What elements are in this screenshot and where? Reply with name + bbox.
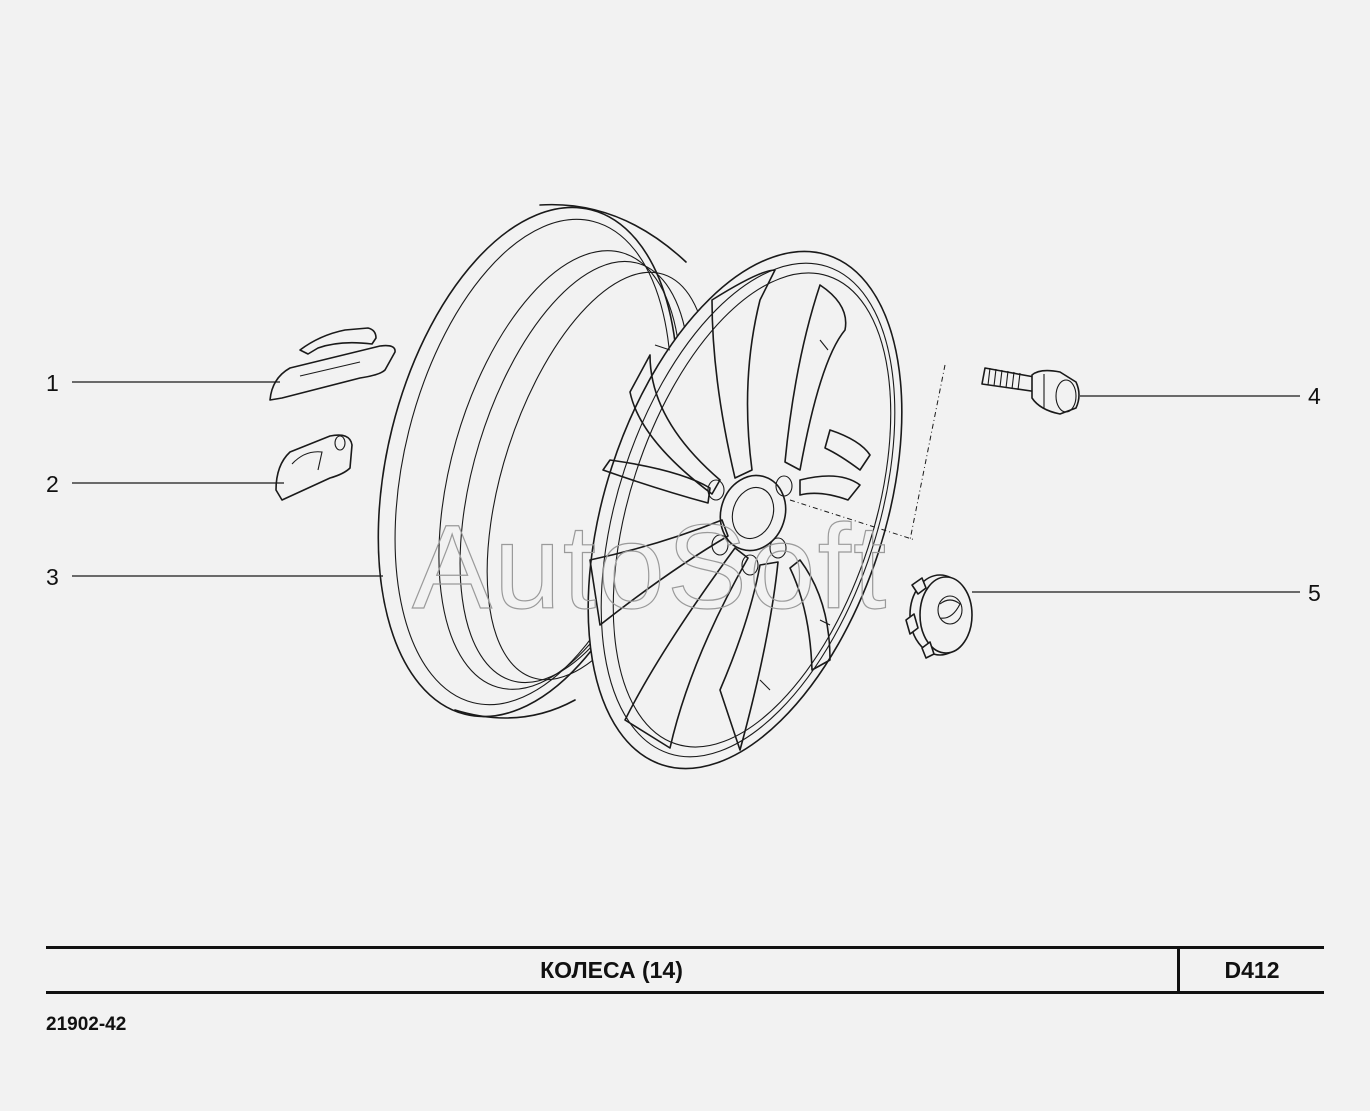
- center-cap: [905, 574, 973, 659]
- wheel-bolt: [981, 367, 1080, 415]
- callout-5: 5: [1308, 580, 1321, 606]
- callout-3: 3: [46, 564, 59, 590]
- model-code: 21902-42: [46, 1014, 127, 1035]
- assembly-axis-line: [789, 364, 946, 541]
- callout-1: 1: [46, 370, 59, 396]
- watermark: AutoSoft: [412, 500, 888, 634]
- balance-weight-adhesive: [275, 434, 353, 501]
- title-block: КОЛЕСА (14) D412: [46, 946, 1324, 994]
- drawing-code: D412: [1224, 956, 1280, 983]
- callout-2: 2: [46, 471, 59, 497]
- callout-4: 4: [1308, 383, 1321, 409]
- drawing-title: КОЛЕСА (14): [46, 949, 1180, 991]
- balance-weight-clip: [269, 327, 396, 401]
- wheel-rim: [377, 203, 903, 770]
